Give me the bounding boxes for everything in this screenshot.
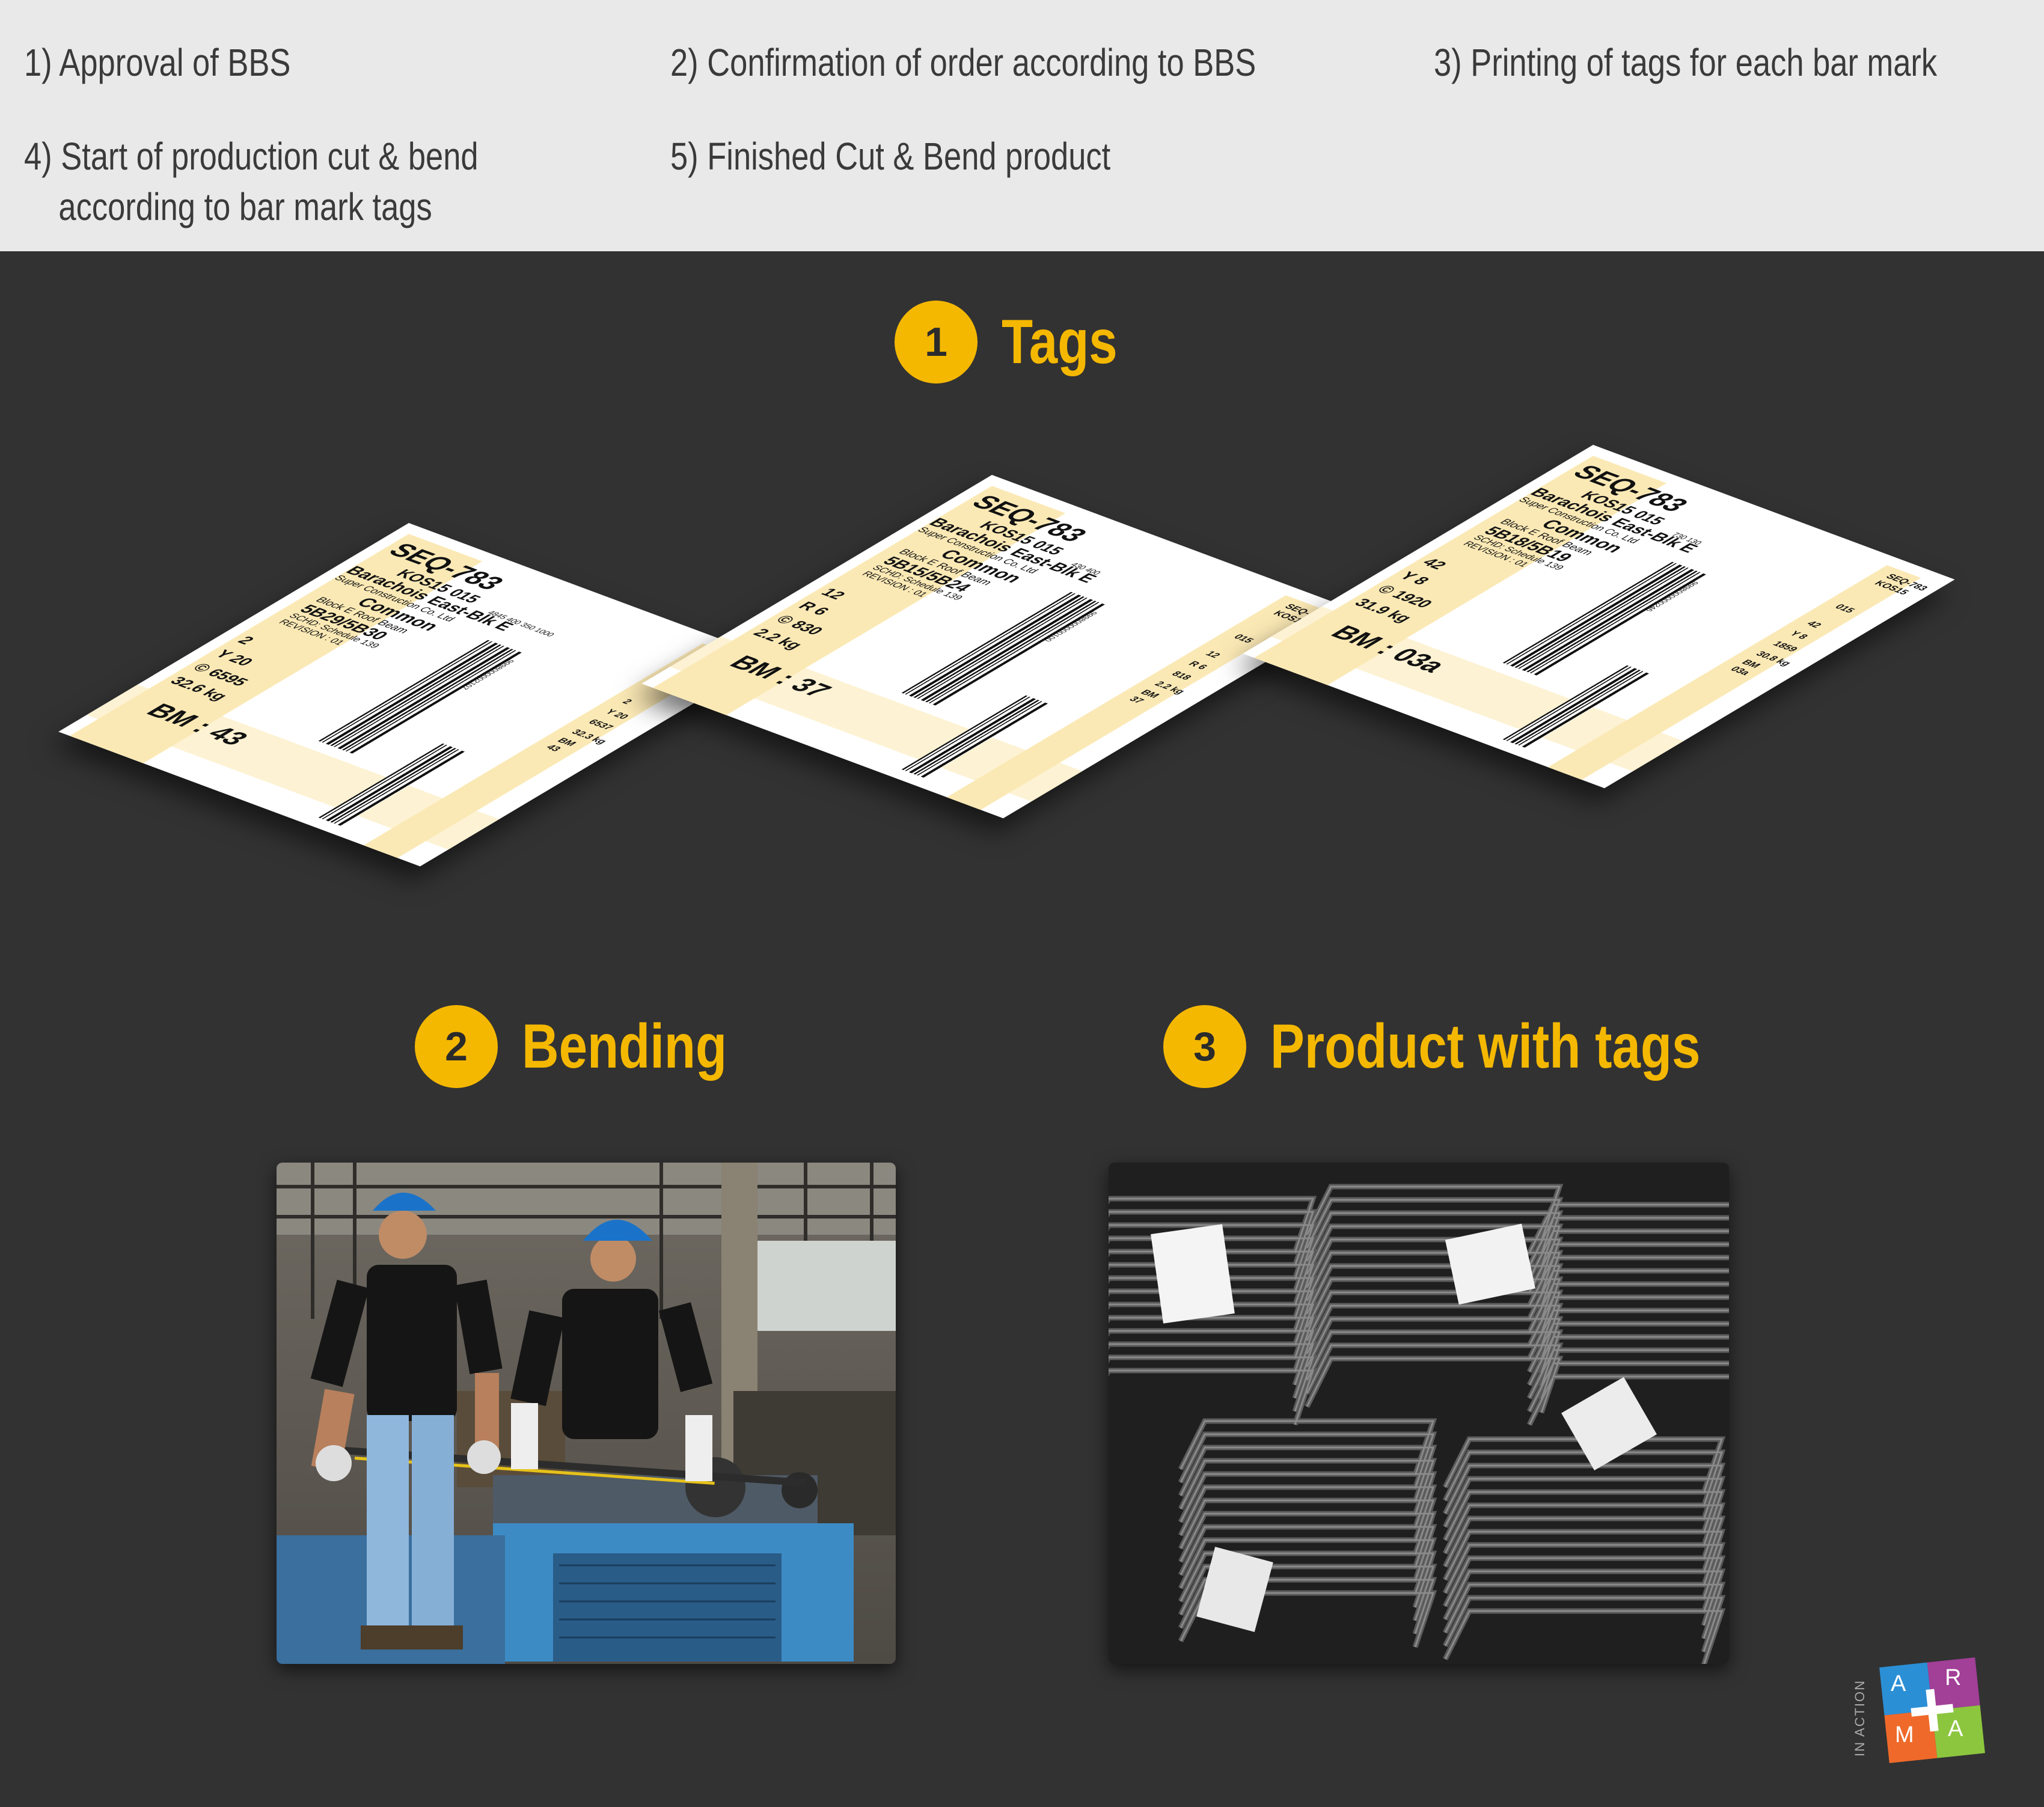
process-steps-bar: 1) Approval of BBS 2) Confirmation of or… [0, 0, 2044, 251]
bending-photo [277, 1163, 896, 1664]
step-5: 5) Finished Cut & Bend product [670, 135, 1111, 178]
product-photo [1109, 1163, 1729, 1664]
step-3: 3) Printing of tags for each bar mark [1434, 41, 1938, 84]
step-1: 1) Approval of BBS [24, 41, 291, 84]
section-number-badge: 2 [415, 1005, 498, 1088]
logo-letter: A [1891, 1671, 1906, 1696]
logo-tile [1884, 1710, 1938, 1764]
logo-tile [1932, 1705, 1985, 1758]
step-4: 4) Start of production cut & bend accord… [24, 131, 479, 232]
step-2: 2) Confirmation of order according to BB… [670, 41, 1256, 84]
section-title: Tags [1002, 307, 1118, 377]
section-heading-product: 3 Product with tags [1163, 1005, 1795, 1088]
tag-barcode [1502, 561, 1706, 676]
tag-barcode [901, 592, 1105, 706]
arma-logo: A R M A IN ACTION [1852, 1656, 1996, 1770]
logo-tile [1879, 1662, 1933, 1716]
section-title: Bending [522, 1011, 727, 1081]
step-4-line2: according to bar mark tags [58, 185, 432, 228]
section-heading-tags: 1 Tags [895, 301, 1143, 384]
section-title: Product with tags [1270, 1011, 1701, 1081]
logo-tile [1927, 1657, 1980, 1711]
logo-letter: A [1948, 1716, 1963, 1741]
section-number-badge: 1 [895, 301, 978, 384]
section-number-badge: 3 [1163, 1005, 1246, 1088]
logo-side-text: IN ACTION [1852, 1679, 1868, 1757]
logo-letter: R [1945, 1665, 1962, 1690]
section-heading-bending: 2 Bending [415, 1005, 772, 1088]
logo-letter: M [1895, 1722, 1914, 1747]
tag-barcode [318, 640, 522, 754]
step-4-line1: 4) Start of production cut & bend [24, 135, 479, 178]
